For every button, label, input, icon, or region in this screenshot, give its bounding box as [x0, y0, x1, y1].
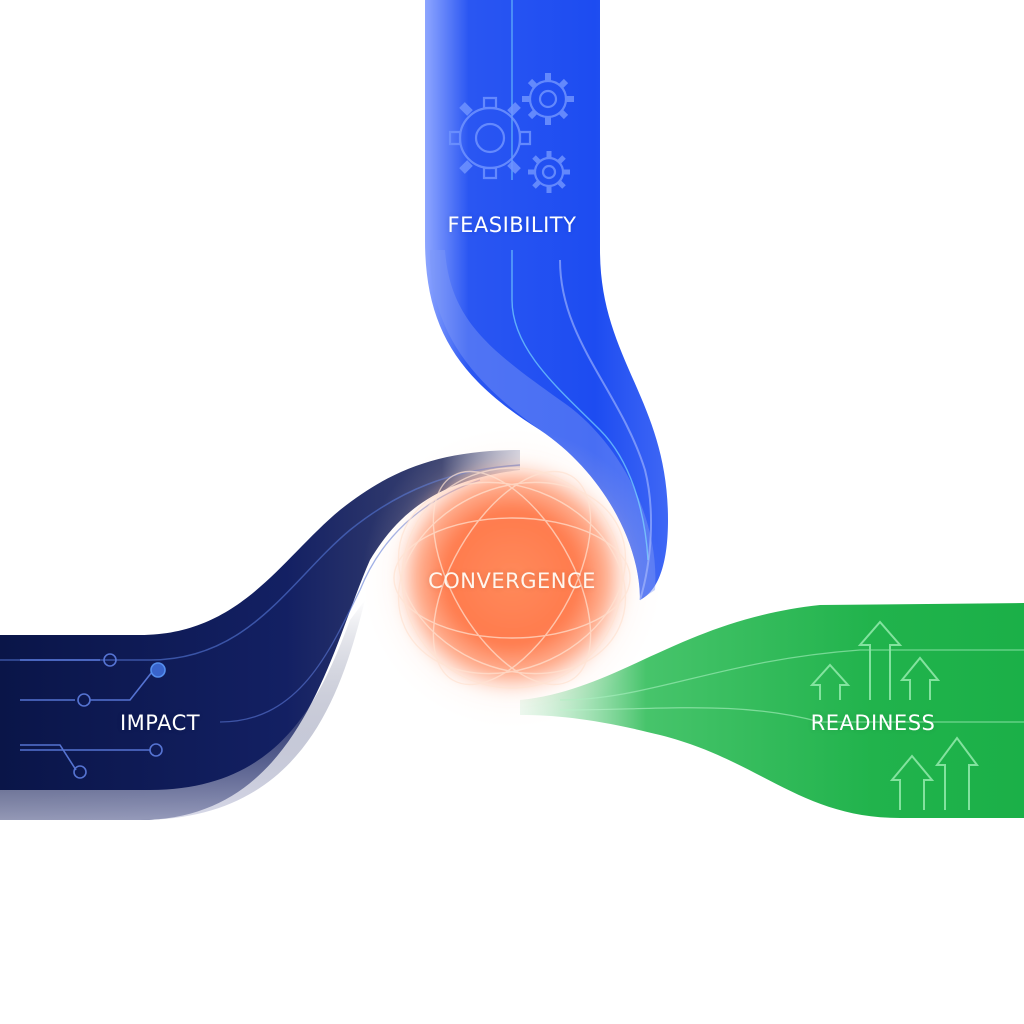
impact-label: IMPACT	[119, 711, 201, 735]
gears-icon	[448, 73, 574, 193]
convergence-label: CONVERGENCE	[428, 569, 596, 593]
feasibility-label: FEASIBILITY	[447, 213, 577, 237]
up-arrows-icon	[809, 620, 979, 810]
readiness-label: READINESS	[810, 711, 936, 735]
convergence-orb	[362, 428, 662, 728]
circuit-icon	[20, 653, 166, 779]
